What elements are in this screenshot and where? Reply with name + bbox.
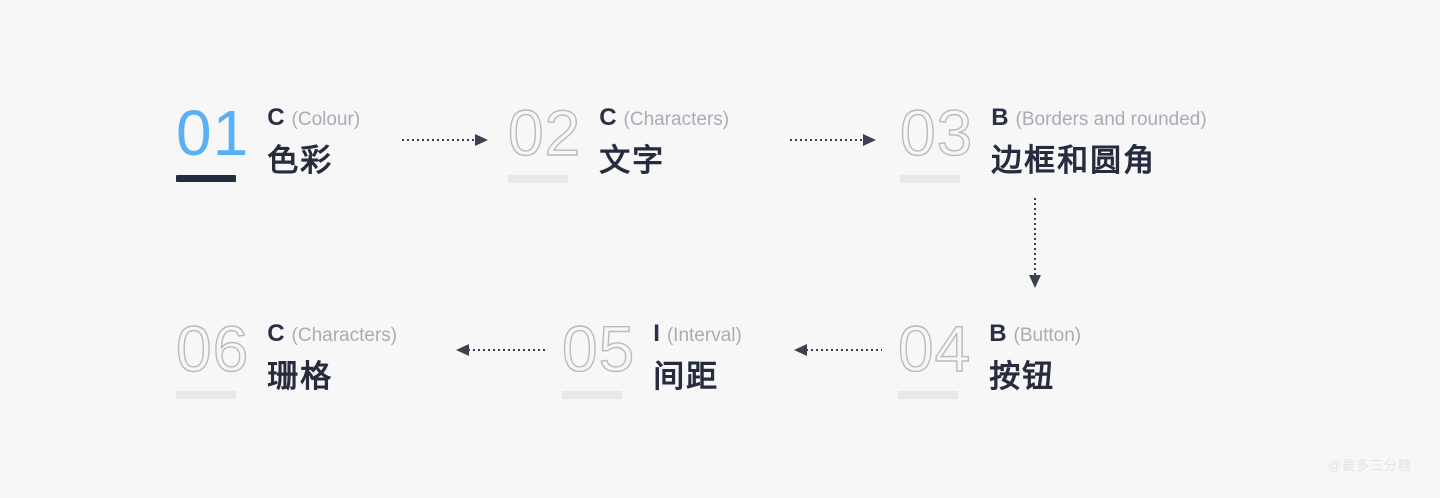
step-title-05: 间距 [653, 359, 720, 394]
watermark: @最多三分糖 [1327, 458, 1412, 473]
step-paren-02: (Characters) [623, 109, 730, 130]
step-english-line-03: B (Borders and rounded) [991, 106, 1207, 132]
arrow-03-to-04 [1027, 198, 1043, 290]
step-number-block-02: 02 [507, 97, 582, 183]
step-card-06[interactable]: 06 C (Characters) 珊格 [175, 313, 397, 399]
step-paren-03: (Borders and rounded) [1015, 109, 1207, 130]
step-paren-06: (Characters) [291, 325, 398, 346]
step-number-05: 05 [561, 313, 636, 385]
step-number-01: 01 [176, 97, 250, 169]
step-text-04: B (Button) 按钮 [989, 316, 1081, 396]
step-number-02: 02 [507, 97, 582, 169]
step-number-03: 03 [899, 97, 974, 169]
step-title-01: 色彩 [267, 143, 334, 178]
step-number-block-01: 01 [176, 100, 249, 182]
step-text-01: C (Colour) 色彩 [267, 100, 360, 180]
step-card-05[interactable]: 05 I (Interval) 间距 [561, 313, 742, 399]
step-card-01[interactable]: 01 C (Colour) 色彩 [176, 100, 360, 182]
arrow-01-to-02 [402, 132, 490, 148]
step-english-line-04: B (Button) [989, 322, 1081, 348]
step-text-05: I (Interval) 间距 [653, 316, 742, 396]
arrow-05-to-06 [452, 342, 548, 358]
step-underline-03 [900, 175, 960, 183]
step-underline-06 [176, 391, 236, 399]
step-letter-06: C [267, 320, 285, 347]
step-english-line-06: C (Characters) [267, 322, 397, 348]
step-text-02: C (Characters) 文字 [599, 100, 729, 180]
step-number-block-05: 05 [561, 313, 636, 399]
step-number-04: 04 [897, 313, 972, 385]
step-english-line-01: C (Colour) [267, 106, 360, 132]
step-underline-02 [508, 175, 568, 183]
step-letter-05: I [653, 320, 660, 347]
step-paren-01: (Colour) [291, 109, 361, 130]
step-underline-01 [176, 175, 236, 182]
step-english-line-05: I (Interval) [653, 322, 742, 348]
arrow-04-to-05 [790, 342, 882, 358]
step-title-03: 边框和圆角 [991, 143, 1157, 178]
step-number-block-04: 04 [897, 313, 972, 399]
step-text-03: B (Borders and rounded) 边框和圆角 [991, 100, 1207, 180]
step-letter-01: C [267, 104, 285, 131]
step-title-06: 珊格 [267, 359, 334, 394]
step-text-06: C (Characters) 珊格 [267, 316, 397, 396]
step-number-block-03: 03 [899, 97, 974, 183]
step-title-04: 按钮 [989, 359, 1056, 394]
step-card-04[interactable]: 04 B (Button) 按钮 [897, 313, 1081, 399]
step-number-06: 06 [175, 313, 250, 385]
step-title-02: 文字 [599, 143, 666, 178]
step-letter-02: C [599, 104, 617, 131]
step-english-line-02: C (Characters) [599, 106, 729, 132]
arrow-02-to-03 [790, 132, 878, 148]
step-card-03[interactable]: 03 B (Borders and rounded) 边框和圆角 [899, 97, 1207, 183]
step-underline-05 [562, 391, 622, 399]
step-letter-04: B [989, 320, 1007, 347]
step-card-02[interactable]: 02 C (Characters) 文字 [507, 97, 729, 183]
step-paren-05: (Interval) [666, 325, 742, 346]
step-number-block-06: 06 [175, 313, 250, 399]
step-underline-04 [898, 391, 958, 399]
step-letter-03: B [991, 104, 1009, 131]
step-paren-04: (Button) [1013, 325, 1082, 346]
